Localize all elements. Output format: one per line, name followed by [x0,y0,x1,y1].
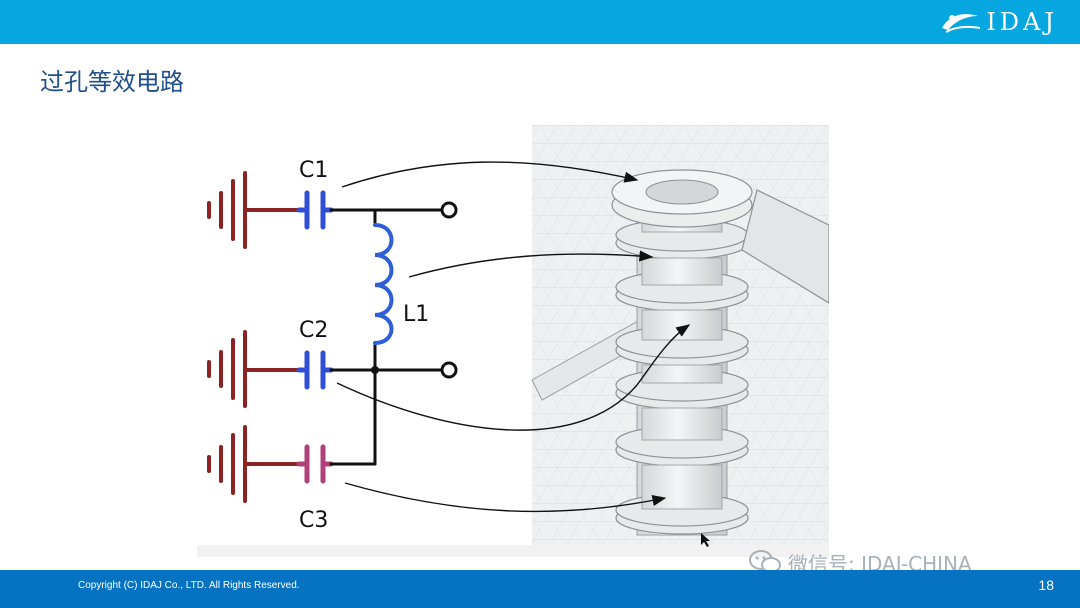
label-c2: C2 [299,318,328,343]
ground-symbol-2 [207,330,301,408]
idaj-logo: IDAJ [938,8,1058,36]
copyright-text: Copyright (C) IDAJ Co., LTD. All Rights … [78,580,300,591]
label-c3: C3 [299,508,328,533]
header-bar [0,0,1080,44]
mapping-arrows [336,161,691,513]
via-equivalent-circuit-figure: C1 C2 C3 L1 [197,125,829,557]
via-3d-model [531,169,829,536]
ground-symbol-1 [207,171,301,249]
inductor-l1 [373,223,394,345]
logo-swoosh-icon [942,14,981,33]
mouse-cursor-icon [700,532,712,552]
capacitor-c2 [296,350,334,390]
port-terminal-bottom [440,361,458,379]
capacitor-c3 [296,444,334,484]
schematic [207,171,458,503]
page-number: 18 [1038,577,1054,593]
junction-node [371,366,379,374]
logo-text: IDAJ [986,8,1058,36]
ground-symbol-3 [207,425,301,503]
label-l1: L1 [403,302,429,327]
label-c1: C1 [299,158,328,183]
port-terminal-top [440,201,458,219]
circuit-wires [329,208,444,466]
slide-title: 过孔等效电路 [40,68,184,96]
footer-bar [0,570,1080,608]
